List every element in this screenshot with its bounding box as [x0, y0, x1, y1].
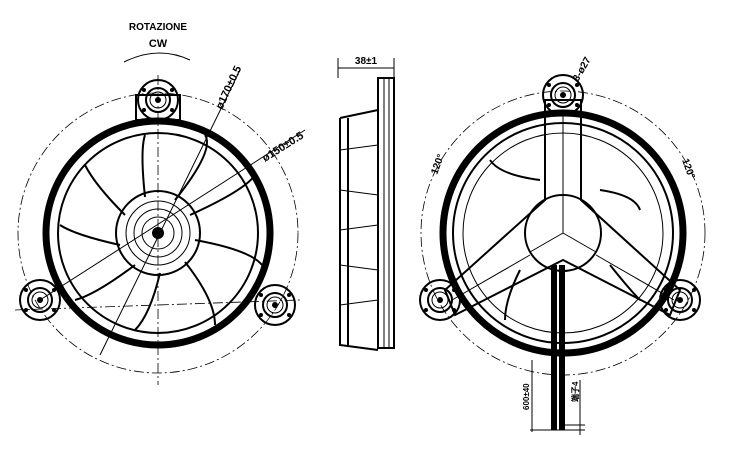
rear-lug-left — [419, 279, 461, 321]
diameter-inner-label: ø150±0.5 — [260, 130, 306, 165]
side-blades — [339, 109, 379, 351]
rotation-direction: CW — [149, 38, 168, 50]
front-view-left: ROTAZIONE CW ø170±0.5 ø15 — [14, 22, 306, 385]
rotation-arrow-icon — [123, 52, 191, 63]
holes-label: 3-ø27 — [571, 55, 594, 84]
wire-note-label: 端子4 — [570, 381, 580, 402]
mounting-lug-top — [135, 79, 181, 121]
wire-harness — [530, 265, 585, 435]
angle-left-label: 120° — [429, 153, 446, 176]
hub-ribs — [529, 195, 597, 253]
rotation-title: ROTAZIONE — [129, 22, 187, 33]
rear-view-right: 3-ø27 120° 120° 600±40 端子4 — [419, 55, 706, 435]
mounting-lug-bottom-right — [254, 284, 296, 326]
spider-arms — [443, 99, 682, 317]
side-blade-lines — [339, 144, 379, 306]
side-view: 38±1 — [337, 56, 395, 351]
mounting-lug-bottom-left — [19, 279, 61, 321]
depth-label: 38±1 — [355, 56, 378, 67]
diameter-outer-label: ø170±0.5 — [214, 64, 244, 111]
center-lines — [14, 69, 306, 385]
wire-length-label: 600±40 — [522, 383, 531, 410]
angle-right-label: 120° — [679, 157, 696, 180]
side-frame — [377, 77, 395, 349]
depth-dimension — [337, 58, 395, 78]
